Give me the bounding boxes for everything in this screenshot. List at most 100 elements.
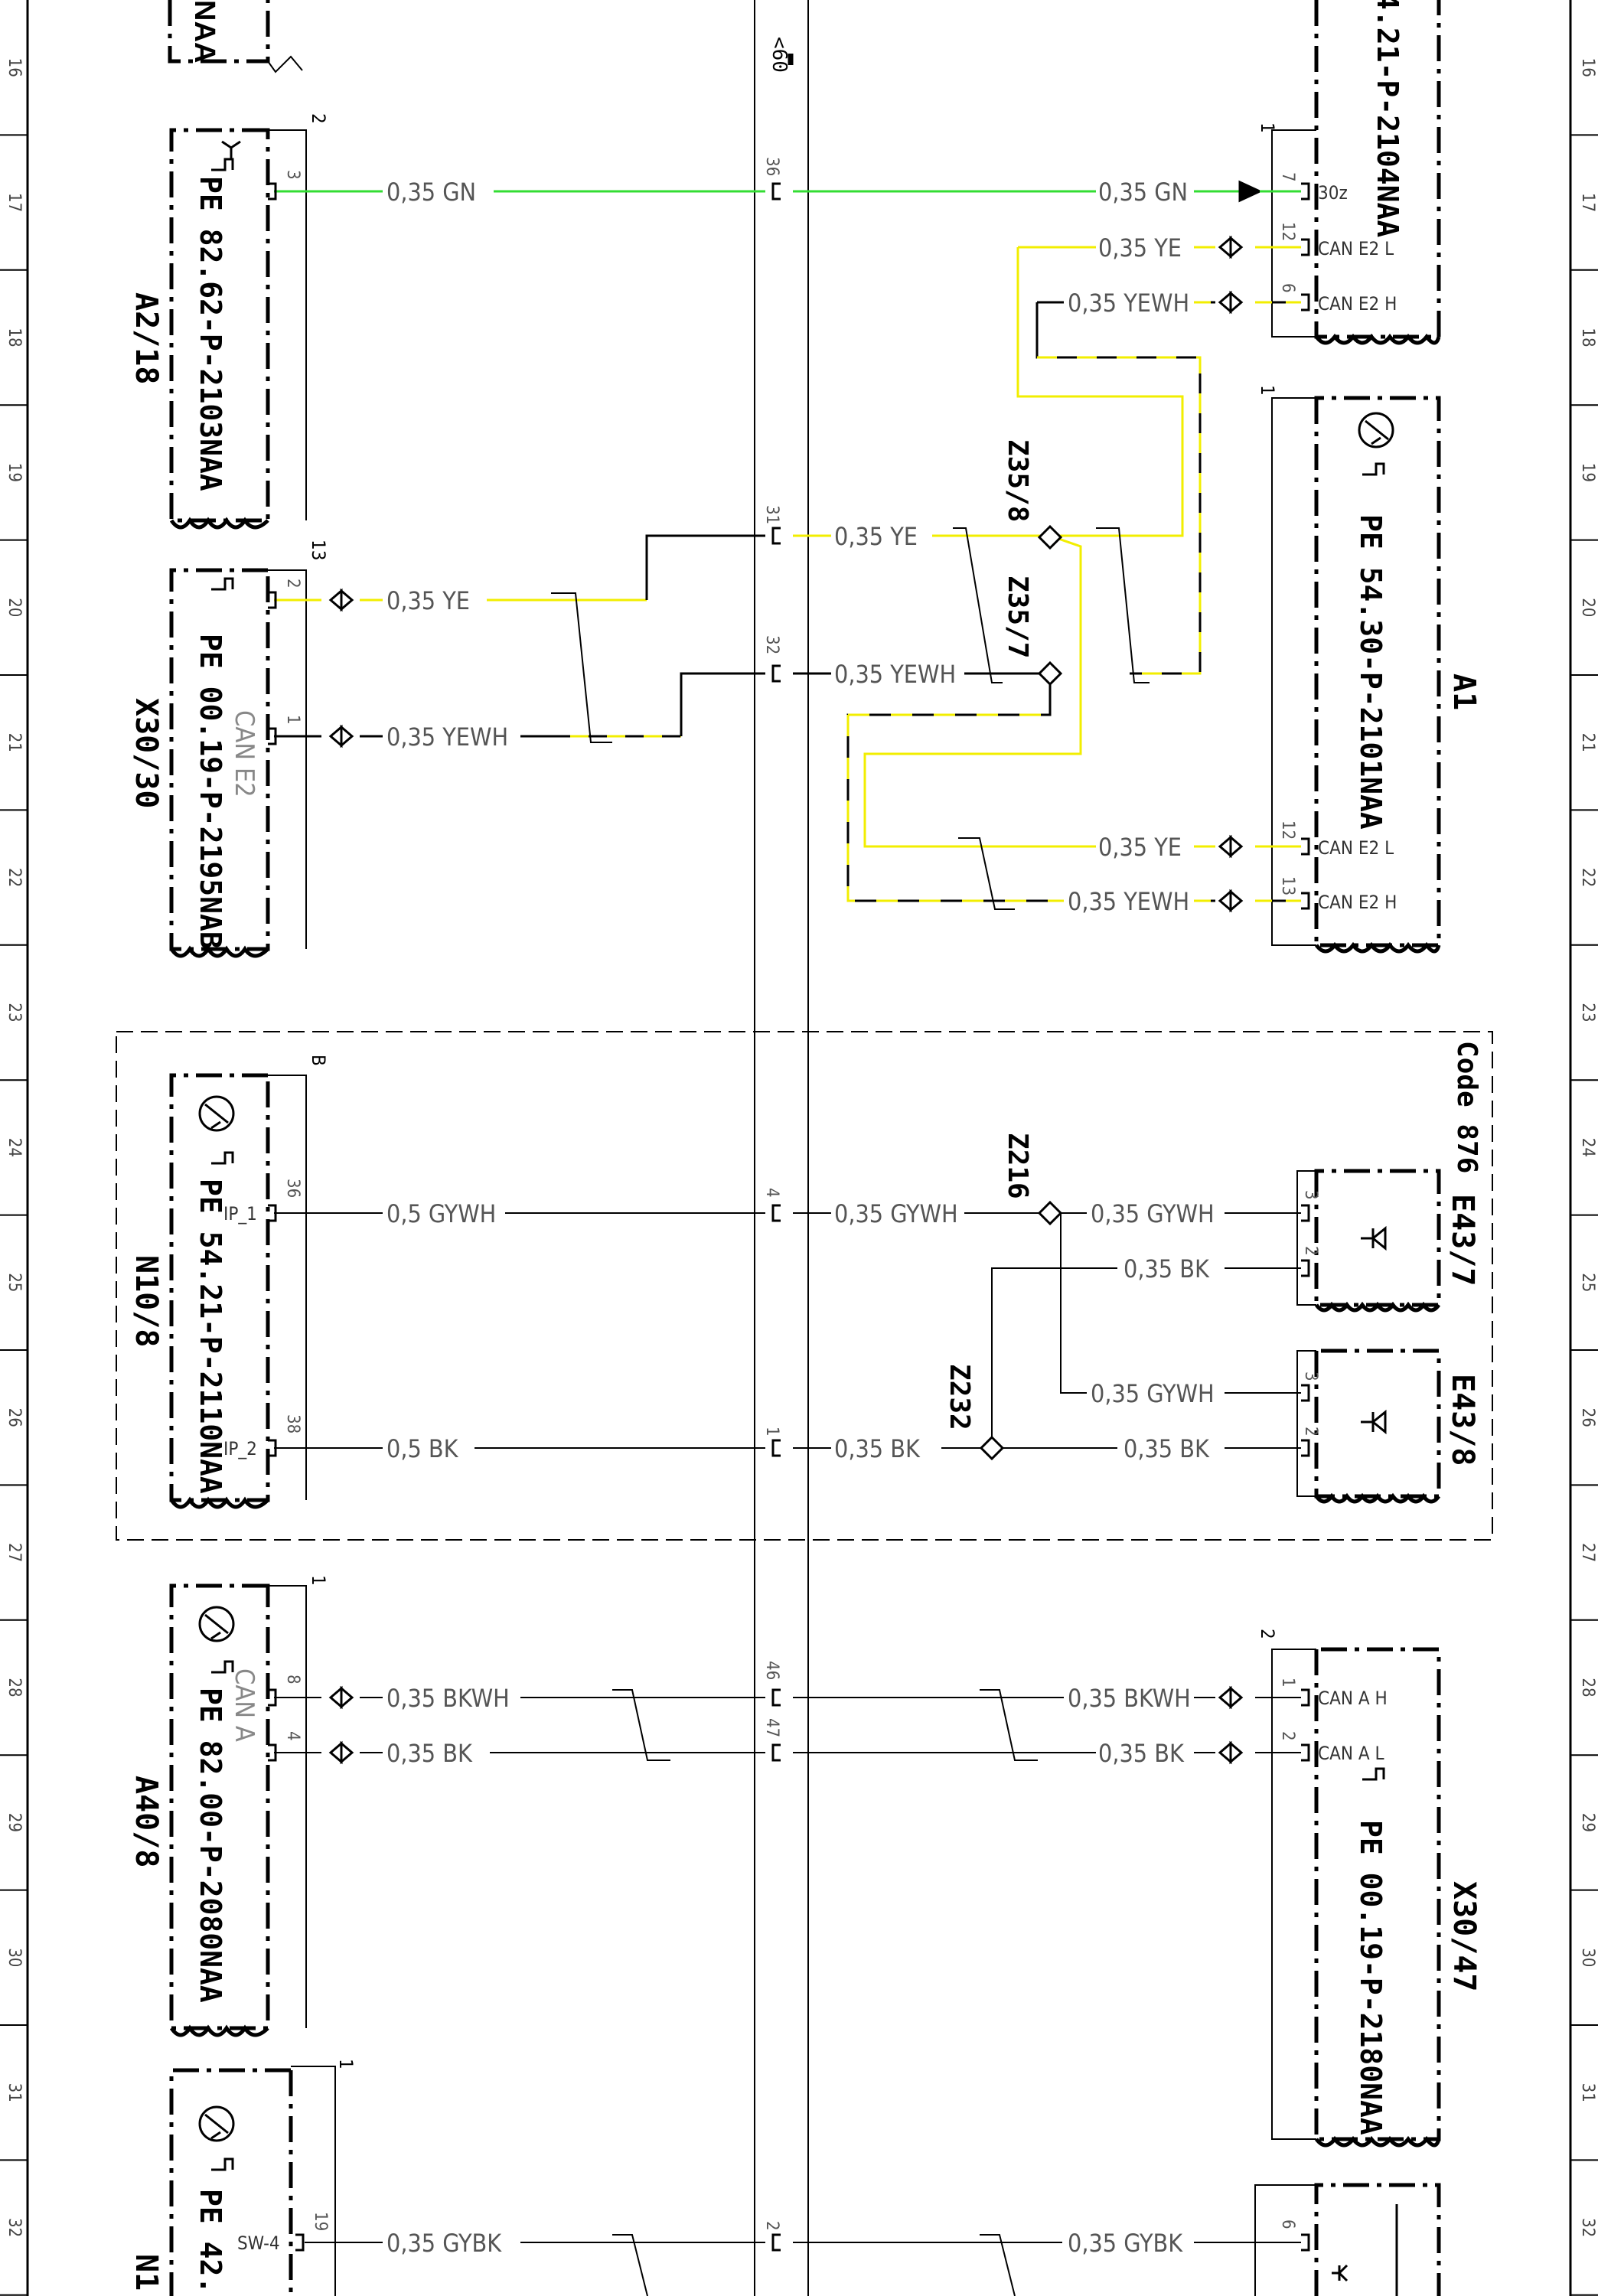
- label-gywh-e438: 0,35 GYWH: [1091, 1379, 1215, 1408]
- wire-ye-left: [274, 534, 765, 602]
- component-bottom-right: [1254, 2183, 1441, 2296]
- pin-a2-18-3: 3: [283, 170, 302, 180]
- ruler-label: 23: [5, 1003, 24, 1022]
- pin-tr-12: 12: [1278, 222, 1297, 241]
- component-e43-8: E43/8: [1296, 1349, 1480, 1504]
- pin-name-ip-2: IP_2: [223, 1438, 257, 1459]
- wire-gn: [274, 180, 1301, 203]
- label-bk-mid: 0,35 BK: [834, 1434, 921, 1463]
- z35-8-label: Z35/8: [1002, 439, 1033, 522]
- a1-id: A1: [1446, 673, 1482, 710]
- a40-8-bus-label: CAN A: [229, 1668, 259, 1742]
- wire-yewh-mid: [793, 672, 1301, 902]
- a40-8-ecu-icon: [198, 1606, 235, 1642]
- x30-30-bus-label: CAN E2: [229, 710, 259, 797]
- ruler-label: 32: [1578, 2218, 1597, 2237]
- n1x-pe: PE 42.: [194, 2189, 227, 2294]
- ruler-label: 25: [5, 1273, 24, 1292]
- pin-x30-30-1: 1: [283, 715, 302, 725]
- n1x-id: N1: [129, 2254, 164, 2291]
- component-a40-8: 1 PE 82.00-P-2080NAA A40/8 CAN A: [129, 1575, 329, 2037]
- pin-a1-12: 12: [1278, 820, 1297, 840]
- label-bkwh-right: 0,35 BKWH: [1068, 1684, 1191, 1713]
- splice-z35-8-icon: [1037, 524, 1063, 550]
- ruler-label: 30: [5, 1948, 24, 1967]
- label-ye-mid: 0,35 YE: [834, 522, 918, 551]
- a40-8-hand-icon: [211, 1660, 234, 1674]
- n1x-hand-icon: [211, 2157, 234, 2171]
- ruler-label: 25: [1578, 1273, 1597, 1292]
- n10-8-hand-icon: [211, 1151, 234, 1165]
- ruler-label: 31: [1578, 2083, 1597, 2102]
- pin-n10-8-36: 36: [283, 1179, 302, 1198]
- z232-label: Z232: [944, 1364, 975, 1430]
- pin-bus-47: 47: [762, 1718, 781, 1737]
- wire-gybk: [305, 2234, 1301, 2296]
- label-yewh-mid: 0,35 YEWH: [834, 660, 956, 689]
- n10-8-conn-no: B: [308, 1055, 329, 1066]
- ruler-label: 27: [5, 1543, 24, 1562]
- label-bk-left: 0,5 BK: [386, 1434, 459, 1463]
- splice-z216-icon: [1037, 1200, 1063, 1226]
- e43-8-led-icon: [1361, 1409, 1387, 1435]
- e43-7-led-icon: [1361, 1225, 1387, 1251]
- label-ye-left: 0,35 YE: [386, 586, 470, 615]
- twist-left-e2: [551, 592, 612, 743]
- pin-name-30z: 30z: [1318, 182, 1348, 204]
- ruler-label: 24: [5, 1138, 24, 1157]
- pin-bus-46: 46: [762, 1661, 781, 1680]
- component-a2-18: 2 PE 82.62-P-2103NAA A2/18: [129, 113, 329, 530]
- pin-br-6: 6: [1278, 2219, 1297, 2229]
- pin-bus-2: 2: [762, 2221, 781, 2231]
- ruler-label: 26: [1578, 1408, 1597, 1427]
- ruler-label: 18: [5, 328, 24, 347]
- ruler-label: 19: [5, 463, 24, 482]
- n1x-ecu-icon: [198, 2105, 235, 2142]
- pin-name-labels: 30z CAN E2 L CAN E2 H CAN E2 L CAN E2 H …: [223, 182, 1397, 2254]
- pin-e43-8-2: 2: [1301, 1427, 1320, 1437]
- twist-a1: [958, 837, 1015, 910]
- code-876-label: Code 876: [1451, 1041, 1482, 1173]
- pin-name-can-e2-l-a1: CAN E2 L: [1318, 837, 1394, 859]
- ruler-label: 28: [5, 1678, 24, 1697]
- ruler-label: 20: [1578, 598, 1597, 617]
- ruler-label: 16: [1578, 58, 1597, 77]
- ruler-label: 27: [1578, 1543, 1597, 1562]
- ruler-label: 21: [5, 733, 24, 752]
- component-top-right: 1 4.21-P-2104NAA: [1257, 0, 1441, 345]
- ruler-label: 28: [1578, 1678, 1597, 1697]
- component-a1: 1 PE 54.30-P-2101NAA A1: [1257, 385, 1482, 954]
- ruler-label: 26: [5, 1408, 24, 1427]
- label-gn-left: 0,35 GN: [386, 178, 476, 207]
- wire-labels: 0,35 GN 0,35 GN 0,35 YE 0,35 YEWH 0,35 Y…: [386, 178, 1215, 2258]
- pin-bus-4: 4: [762, 1188, 781, 1198]
- label-ye-a1: 0,35 YE: [1098, 833, 1182, 862]
- a1-conn-no: 1: [1257, 385, 1278, 396]
- a40-8-conn-no: 1: [308, 1575, 329, 1586]
- wire-can-a: [274, 1689, 1301, 1761]
- ruler-label: 32: [5, 2218, 24, 2237]
- x30-30-id: X30/30: [129, 698, 164, 809]
- bottom-right-switch-icon: [1332, 2264, 1349, 2282]
- z35-7-label: Z35/7: [1002, 576, 1033, 658]
- label-gybk-left: 0,35 GYBK: [386, 2229, 502, 2258]
- ruler-label: 17: [5, 193, 24, 212]
- label-ye-tr: 0,35 YE: [1098, 233, 1182, 263]
- pin-a40-8-8: 8: [283, 1675, 302, 1684]
- ruler-label: 19: [1578, 463, 1597, 482]
- e43-7-id: E43/7: [1445, 1194, 1480, 1286]
- pin-name-can-e2-h: CAN E2 H: [1318, 293, 1397, 315]
- x30-47-id: X30/47: [1446, 1881, 1482, 1992]
- pin-a1-13: 13: [1278, 876, 1297, 895]
- x30-47-conn-no: 2: [1257, 1629, 1278, 1639]
- pin-name-can-e2-h-a1: CAN E2 H: [1318, 892, 1397, 913]
- wire-ye-top-right: [949, 246, 1301, 537]
- pin-x30-47-1: 1: [1278, 1678, 1297, 1688]
- label-gywh-e437: 0,35 GYWH: [1091, 1199, 1215, 1228]
- a1-pe: PE 54.30-P-2101NAA: [1354, 514, 1388, 830]
- pin-name-can-e2-l: CAN E2 L: [1318, 238, 1394, 259]
- twist-z35-7: [1096, 527, 1150, 683]
